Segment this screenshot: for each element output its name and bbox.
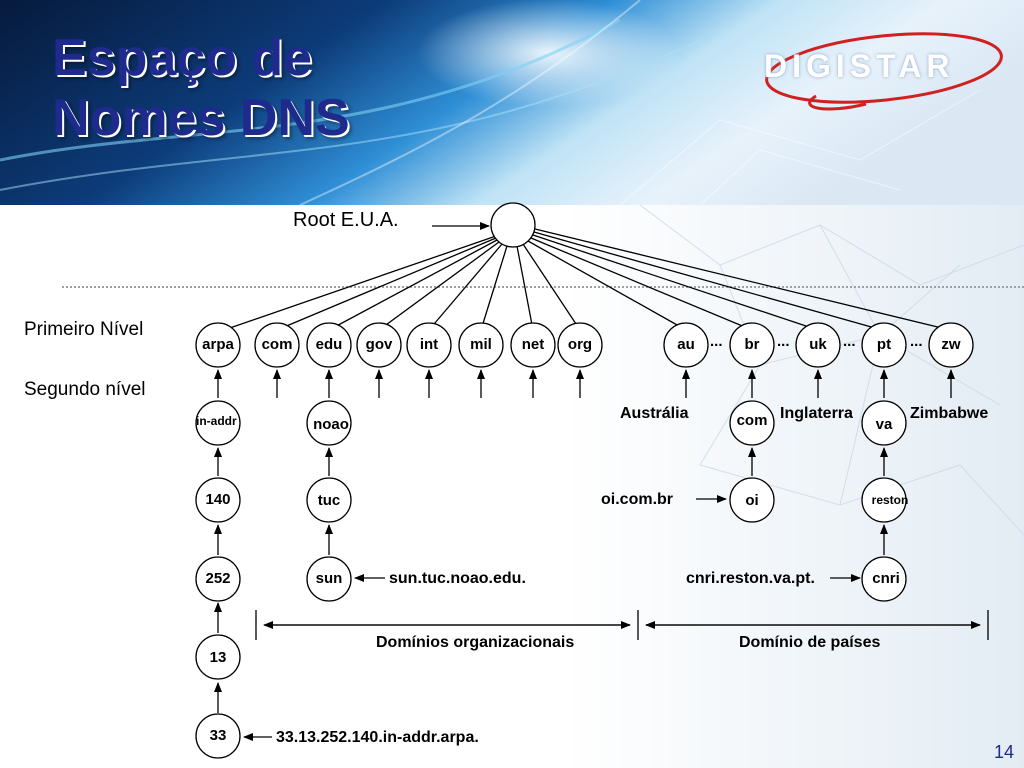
node-reston: reston [871, 493, 909, 507]
ellipsis-2: ... [777, 333, 790, 350]
node-br-com: com [736, 412, 768, 429]
logo-text: DIGISTAR [764, 48, 955, 84]
range-country-label: Domínio de países [739, 634, 881, 651]
node-33: 33 [209, 727, 227, 744]
title-line-1: Espaço de [52, 29, 313, 87]
tld-com: com [261, 336, 293, 353]
node-sun: sun [315, 570, 343, 587]
country-inglaterra: Inglaterra [780, 405, 853, 422]
node-cnri: cnri [872, 570, 900, 587]
ellipsis-1: ... [710, 333, 723, 350]
fqdn-sun: sun.tuc.noao.edu. [389, 570, 526, 587]
node-oi: oi [745, 492, 759, 509]
page-number: 14 [993, 742, 1014, 762]
node-252: 252 [205, 570, 231, 587]
digistar-logo [765, 32, 1003, 111]
pt-chain-nodes [861, 400, 907, 602]
tld-gov: gov [365, 336, 393, 353]
arpa-chain-nodes [195, 400, 241, 759]
country-zimbabwe: Zimbabwe [910, 405, 989, 422]
level-1-label: Primeiro Nível [24, 319, 144, 340]
tld-mil: mil [470, 336, 492, 353]
tld-nodes [195, 322, 974, 368]
slide-title: Espaço de Nomes DNS [52, 28, 350, 148]
title-line-2: Nomes DNS [52, 89, 350, 147]
fqdn-oi: oi.com.br [601, 491, 674, 508]
node-noao: noao [313, 416, 349, 433]
br-chain-nodes [729, 400, 775, 523]
network-pattern [0, 205, 1024, 768]
root-label: Root E.U.A. [293, 209, 399, 231]
country-australia: Austrália [620, 405, 689, 422]
fqdn-cnri: cnri.reston.va.pt. [686, 570, 815, 587]
fqdn-arpa: 33.13.252.140.in-addr.arpa. [276, 729, 479, 746]
tld-zw: zw [941, 336, 961, 353]
tld-uk: uk [809, 336, 827, 353]
domain-ranges [255, 610, 989, 640]
node-tuc: tuc [317, 492, 341, 509]
tld-br: br [744, 336, 760, 353]
node-va: va [875, 416, 893, 433]
edu-chain-nodes [306, 400, 352, 602]
tld-edu: edu [315, 336, 343, 353]
slide-background [0, 205, 1024, 768]
level-2-label: Segundo nível [24, 379, 146, 400]
root-node [490, 202, 536, 248]
ellipsis-3: ... [843, 333, 856, 350]
range-org-label: Domínios organizacionais [376, 634, 575, 651]
tld-arpa: arpa [202, 336, 234, 353]
root-edges [223, 228, 951, 331]
tld-au: au [677, 336, 695, 353]
tld-pt: pt [876, 336, 892, 353]
node-140: 140 [205, 491, 231, 508]
ellipsis-4: ... [910, 333, 923, 350]
tld-net: net [521, 336, 545, 353]
node-in-addr: in-addr [196, 414, 237, 428]
tld-up-arrows [273, 369, 955, 398]
node-13: 13 [209, 649, 227, 666]
tld-org: org [567, 336, 593, 353]
dotted-separator [62, 286, 1024, 288]
tld-int: int [419, 336, 439, 353]
